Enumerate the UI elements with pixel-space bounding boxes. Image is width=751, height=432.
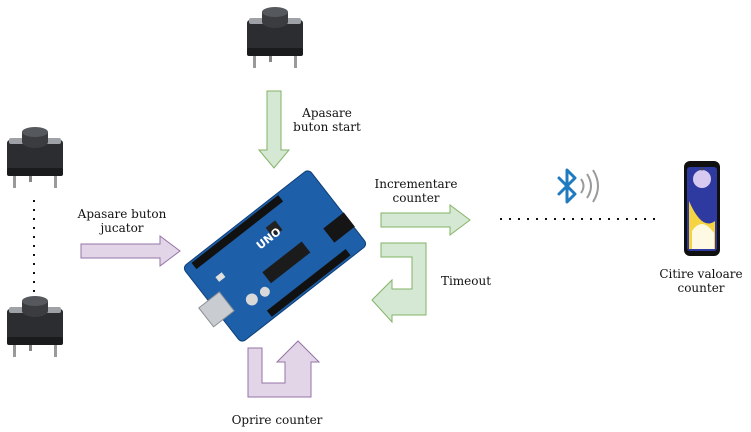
label-start-line2: buton start xyxy=(293,120,361,134)
label-read-line2: counter xyxy=(677,281,725,295)
label-start: Apasare buton start xyxy=(289,106,365,134)
label-player-line1: Apasare buton xyxy=(77,207,167,221)
arrow-down-start xyxy=(257,90,291,169)
arrow-uturn-timeout xyxy=(371,242,427,324)
push-button-icon xyxy=(247,7,303,68)
smartphone-icon xyxy=(684,161,720,256)
arduino-uno-board: UNO xyxy=(183,170,367,342)
push-button-icon xyxy=(7,127,63,188)
arrow-right-increment xyxy=(380,204,471,236)
push-button-icon xyxy=(7,296,63,357)
label-increment-line1: Incrementare xyxy=(374,177,458,191)
label-increment-line2: counter xyxy=(392,191,440,205)
bluetooth-icon xyxy=(557,168,599,204)
label-stop: Oprire counter xyxy=(231,413,323,427)
label-increment: Incrementare counter xyxy=(370,177,462,205)
label-timeout: Timeout xyxy=(440,274,492,288)
label-player-line2: jucator xyxy=(100,221,144,235)
label-read-line1: Citire valoare xyxy=(659,267,743,281)
arrow-right-player xyxy=(80,235,181,267)
label-player: Apasare buton jucator xyxy=(70,207,174,235)
arrow-uturn-stop xyxy=(247,340,321,398)
label-read: Citire valoare counter xyxy=(655,267,747,295)
label-start-line1: Apasare xyxy=(302,106,352,120)
